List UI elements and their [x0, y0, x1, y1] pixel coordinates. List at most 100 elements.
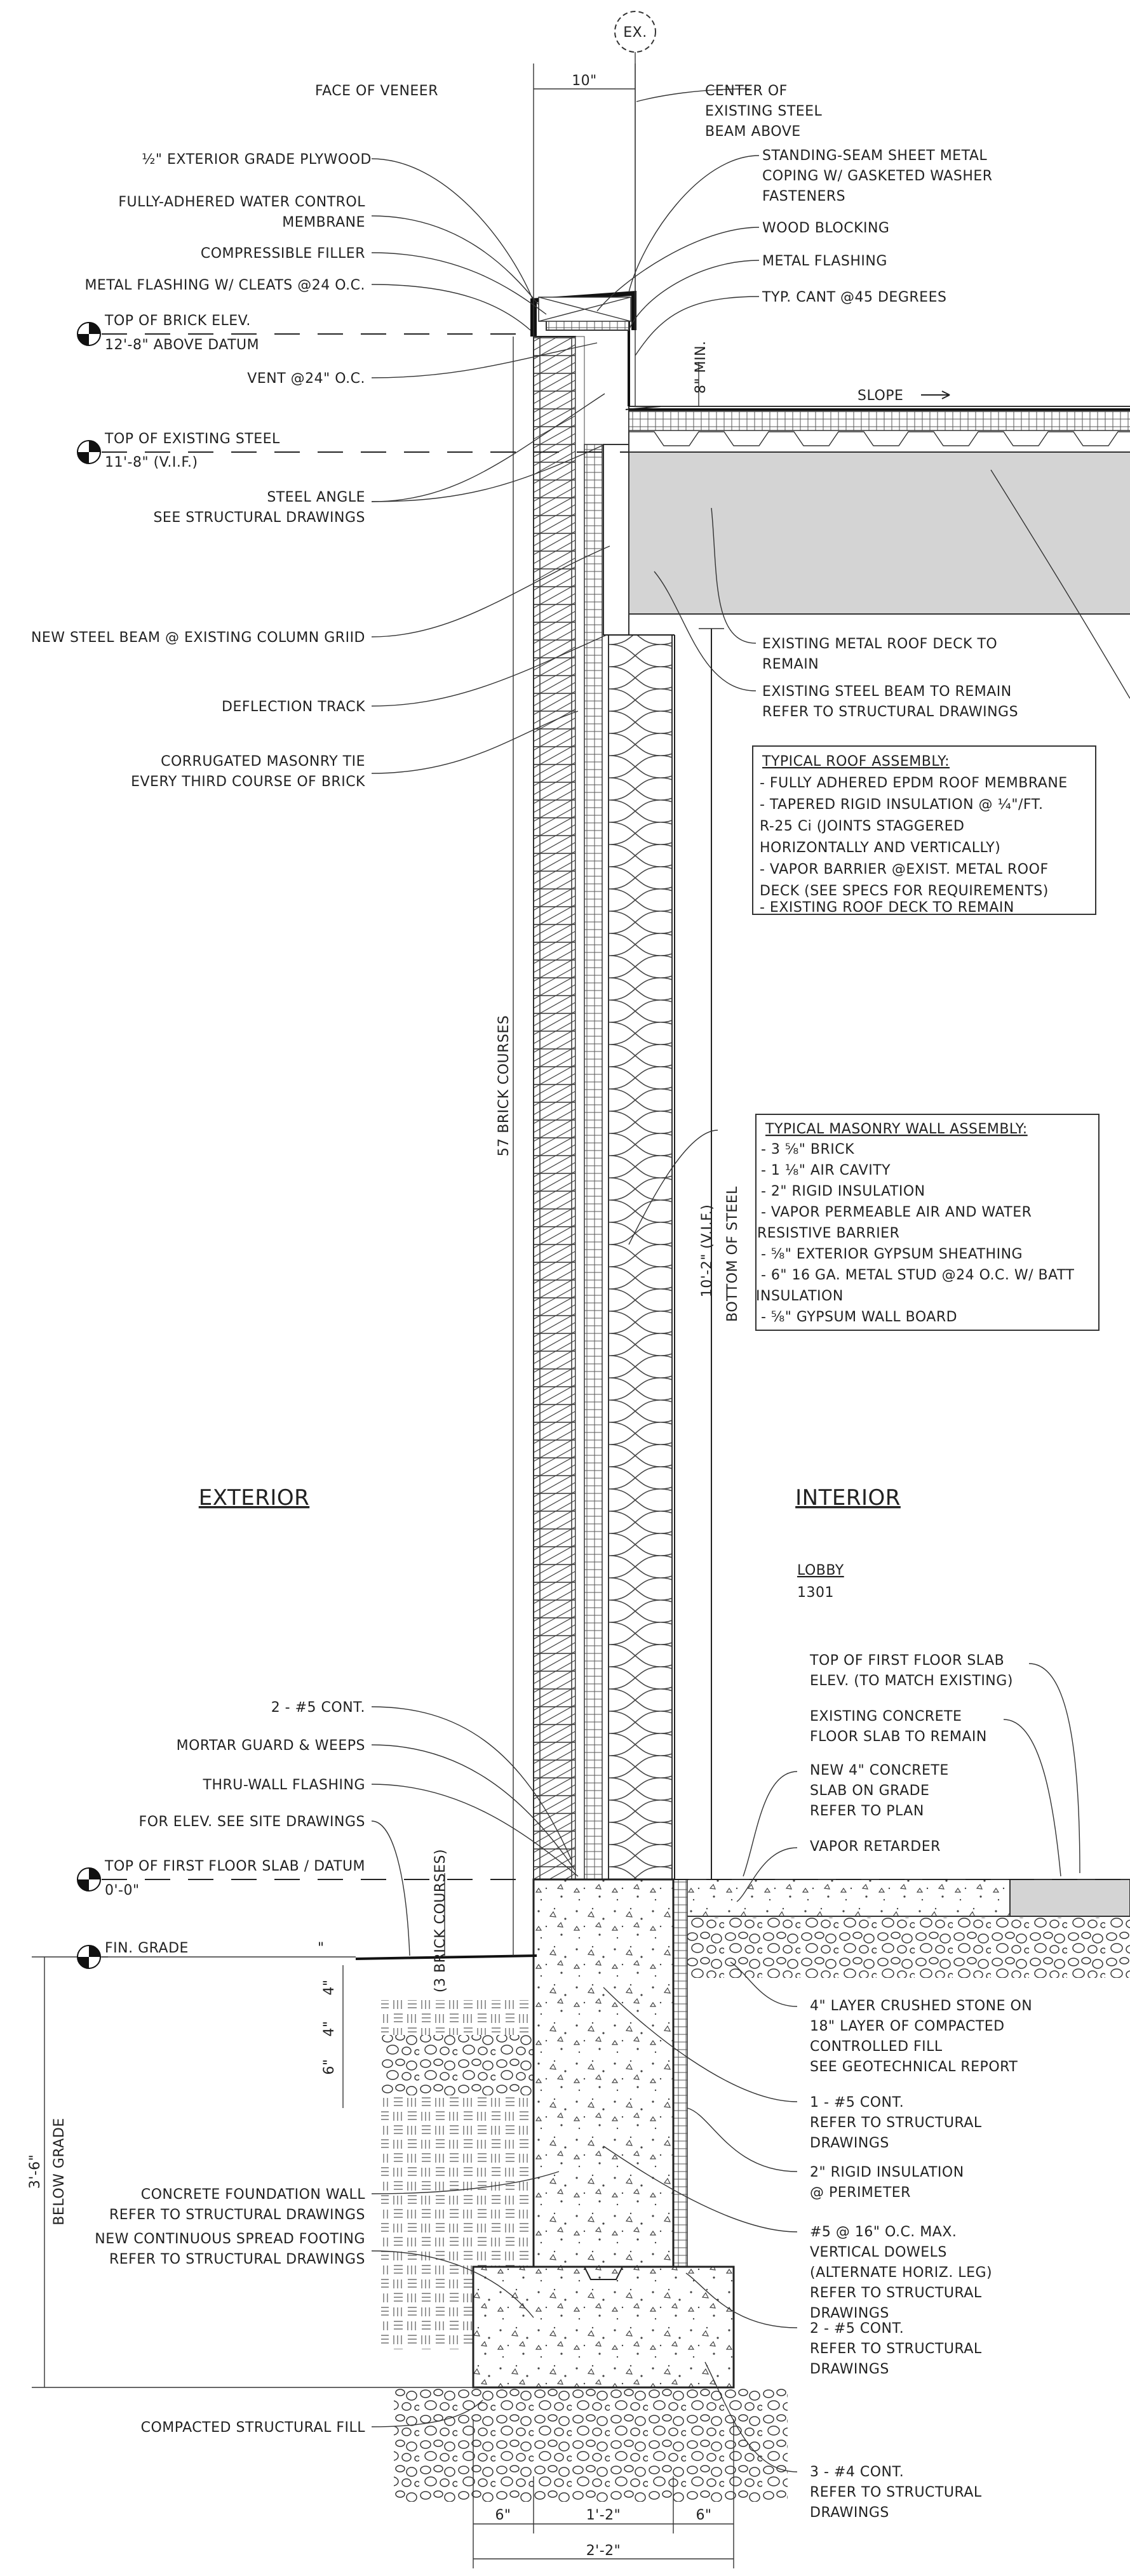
- mortar-note: MORTAR GUARD & WEEPS: [177, 1738, 365, 1754]
- cont3-note-1: 3 - #4 CONT.: [810, 2464, 904, 2480]
- grade-tick: ": [318, 1940, 325, 1956]
- slope-label: SLOPE: [858, 388, 903, 404]
- wall-assembly-line-1: - 3 ⅝" BRICK: [761, 1142, 854, 1158]
- center-note-1: CENTER OF: [705, 83, 788, 99]
- rigid-note-1: 2" RIGID INSULATION: [810, 2165, 964, 2180]
- steel-top-datum-1: TOP OF EXISTING STEEL: [104, 431, 280, 447]
- gravel-left: [381, 2035, 534, 2095]
- wall-assembly-box: [755, 1114, 1100, 1331]
- angle-note-2: SEE STRUCTURAL DRAWINGS: [153, 510, 365, 526]
- air-cavity: [575, 336, 585, 1963]
- new-beam-note: NEW STEEL BEAM @ EXISTING COLUMN GRIID: [31, 630, 365, 646]
- roof-assembly-box: [752, 745, 1096, 915]
- gravel-right: [673, 1918, 1130, 1978]
- stone-note-3: CONTROLLED FILL: [810, 2039, 943, 2055]
- wall-assembly-line-8: INSULATION: [756, 1288, 844, 1304]
- existing-slab: [1009, 1879, 1130, 1917]
- rigid-note-2: @ PERIMETER: [810, 2185, 911, 2201]
- wall-assembly-line-5: RESISTIVE BARRIER: [757, 1225, 899, 1241]
- wall-assembly-line-6: - ⅝" EXTERIOR GYPSUM SHEATHING: [761, 1246, 1023, 1262]
- slope-arrow: [921, 390, 950, 399]
- batt-insulation: [608, 634, 673, 1880]
- vent-note: VENT @24" O.C.: [247, 371, 365, 387]
- roof-assembly-line-2: - TAPERED RIGID INSULATION @ ¼"/FT.: [760, 797, 1044, 813]
- tie-note-1: CORRUGATED MASONRY TIE: [161, 754, 365, 770]
- brick-courses-dim: 57 BRICK COURSES: [496, 1015, 512, 1157]
- cont1-note-3: DRAWINGS: [810, 2135, 889, 2151]
- datum-symbols: [77, 11, 656, 1969]
- wall-assembly-title: TYPICAL MASONRY WALL ASSEMBLY:: [765, 1121, 1028, 1137]
- brick-top-datum-1: TOP OF BRICK ELEV.: [104, 313, 251, 329]
- beam-note-1: EXISTING STEEL BEAM TO REMAIN: [762, 684, 1012, 700]
- leader-lines: [371, 88, 1130, 2473]
- deck-note-1: EXISTING METAL ROOF DECK TO: [762, 636, 997, 652]
- top-width-dim: 10": [572, 73, 597, 89]
- newslab-note-1: NEW 4" CONCRETE: [810, 1763, 949, 1779]
- foot-total-dim: 2'-2": [586, 2543, 621, 2559]
- roof-assembly-section: [530, 291, 1130, 636]
- room-name: LOBBY: [797, 1563, 844, 1578]
- tapered-rigid-insulation: [628, 411, 1130, 431]
- roof-assembly-line-3: R-25 Ci (JOINTS STAGGERED: [760, 818, 965, 834]
- newslab-note-3: REFER TO PLAN: [810, 1803, 924, 1819]
- roof-assembly-line-4: HORIZONTALLY AND VERTICALLY): [760, 840, 1000, 856]
- cont5-note: 2 - #5 CONT.: [271, 1700, 365, 1716]
- foundation-wall: [532, 1878, 675, 2274]
- center-note-3: BEAM ABOVE: [705, 124, 801, 140]
- bottom-of-steel-label: BOTTOM OF STEEL: [725, 1186, 741, 1322]
- cont2-note-1: 2 - #5 CONT.: [810, 2321, 904, 2337]
- roof-cant: [625, 406, 661, 410]
- datum-symbol-steel: [77, 440, 101, 464]
- brick-13-dim-1: (3 BRICK COURSES): [433, 1849, 448, 1992]
- site-note: FOR ELEV. SEE SITE DRAWINGS: [139, 1814, 365, 1830]
- cont2-note-2: REFER TO STRUCTURAL: [810, 2341, 982, 2357]
- slab-top-datum-2: 0'-0": [105, 1883, 140, 1899]
- datum-symbol-brick: [77, 322, 101, 346]
- below-grade-label: BELOW GRADE: [51, 2118, 67, 2225]
- exslab-note-2: FLOOR SLAB TO REMAIN: [810, 1729, 987, 1745]
- new-steel-beam: [603, 444, 629, 636]
- concrete-slab: [673, 1879, 1011, 1917]
- roof-assembly-line-6: DECK (SEE SPECS FOR REQUIREMENTS): [760, 883, 1049, 899]
- roof-assembly-title: TYPICAL ROOF ASSEMBLY:: [762, 754, 950, 770]
- metal-coping: [530, 291, 636, 337]
- wall-assembly-line-9: - ⅝" GYPSUM WALL BOARD: [761, 1309, 957, 1325]
- cont3-note-3: DRAWINGS: [810, 2505, 889, 2521]
- footing-note-1: NEW CONTINUOUS SPREAD FOOTING: [95, 2231, 365, 2247]
- brick-top-datum-2: 12'-8" ABOVE DATUM: [105, 337, 259, 353]
- spread-footing: [472, 2266, 735, 2389]
- membrane-note-1: FULLY-ADHERED WATER CONTROL: [118, 194, 365, 210]
- fill-note: COMPACTED STRUCTURAL FILL: [141, 2420, 366, 2436]
- dowel-note-1: #5 @ 16" O.C. MAX.: [810, 2224, 957, 2240]
- tie-note-2: EVERY THIRD COURSE OF BRICK: [131, 774, 365, 790]
- center-note-2: EXISTING STEEL: [705, 103, 823, 119]
- roof-assembly-line-1: - FULLY ADHERED EPDM ROOF MEMBRANE: [760, 775, 1068, 791]
- coping-note-1: STANDING-SEAM SHEET METAL: [762, 148, 987, 164]
- dowel-note-2: VERTICAL DOWELS: [810, 2245, 947, 2260]
- flashing-note: METAL FLASHING: [762, 253, 887, 269]
- foot-mid-dim: 1'-2": [586, 2507, 621, 2523]
- cant-note: TYP. CANT @45 DEGREES: [762, 290, 946, 305]
- wall-assembly-line-4: - VAPOR PERMEABLE AIR AND WATER: [761, 1205, 1032, 1220]
- angle-note-1: STEEL ANGLE: [267, 490, 365, 505]
- beam-note-2: REFER TO STRUCTURAL DRAWINGS: [762, 704, 1018, 720]
- wall-assembly-line-7: - 6" 16 GA. METAL STUD @24 O.C. W/ BATT: [761, 1267, 1074, 1283]
- foundation-section: [355, 1878, 1130, 2502]
- membrane-note-2: MEMBRANE: [282, 215, 365, 230]
- fwall-note-2: REFER TO STRUCTURAL DRAWINGS: [109, 2207, 365, 2223]
- masonry-wall-section: [533, 336, 724, 1963]
- cont3-note-2: REFER TO STRUCTURAL: [810, 2485, 982, 2500]
- exterior-label: EXTERIOR: [199, 1485, 309, 1511]
- foot-right-dim: 6": [696, 2507, 711, 2523]
- below-grade-value: 3'-6": [27, 2154, 43, 2189]
- plywood-note: ½" EXTERIOR GRADE PLYWOOD: [142, 152, 372, 168]
- slab-top-note-1: TOP OF FIRST FLOOR SLAB: [809, 1653, 1004, 1669]
- bottom-of-steel-dim: 10'-2" (V.I.F.): [699, 1205, 715, 1298]
- face-of-veneer-note: FACE OF VENEER: [315, 83, 438, 99]
- datum-symbol-grade: [77, 1945, 101, 1969]
- roof-deck-profile: [629, 431, 1130, 446]
- footing-keyway: [584, 2266, 623, 2280]
- dowel-note-5: DRAWINGS: [810, 2306, 889, 2321]
- flashing-cleats-note: METAL FLASHING W/ CLEATS @24 O.C.: [84, 277, 365, 293]
- gravel-under-footing: [394, 2387, 788, 2502]
